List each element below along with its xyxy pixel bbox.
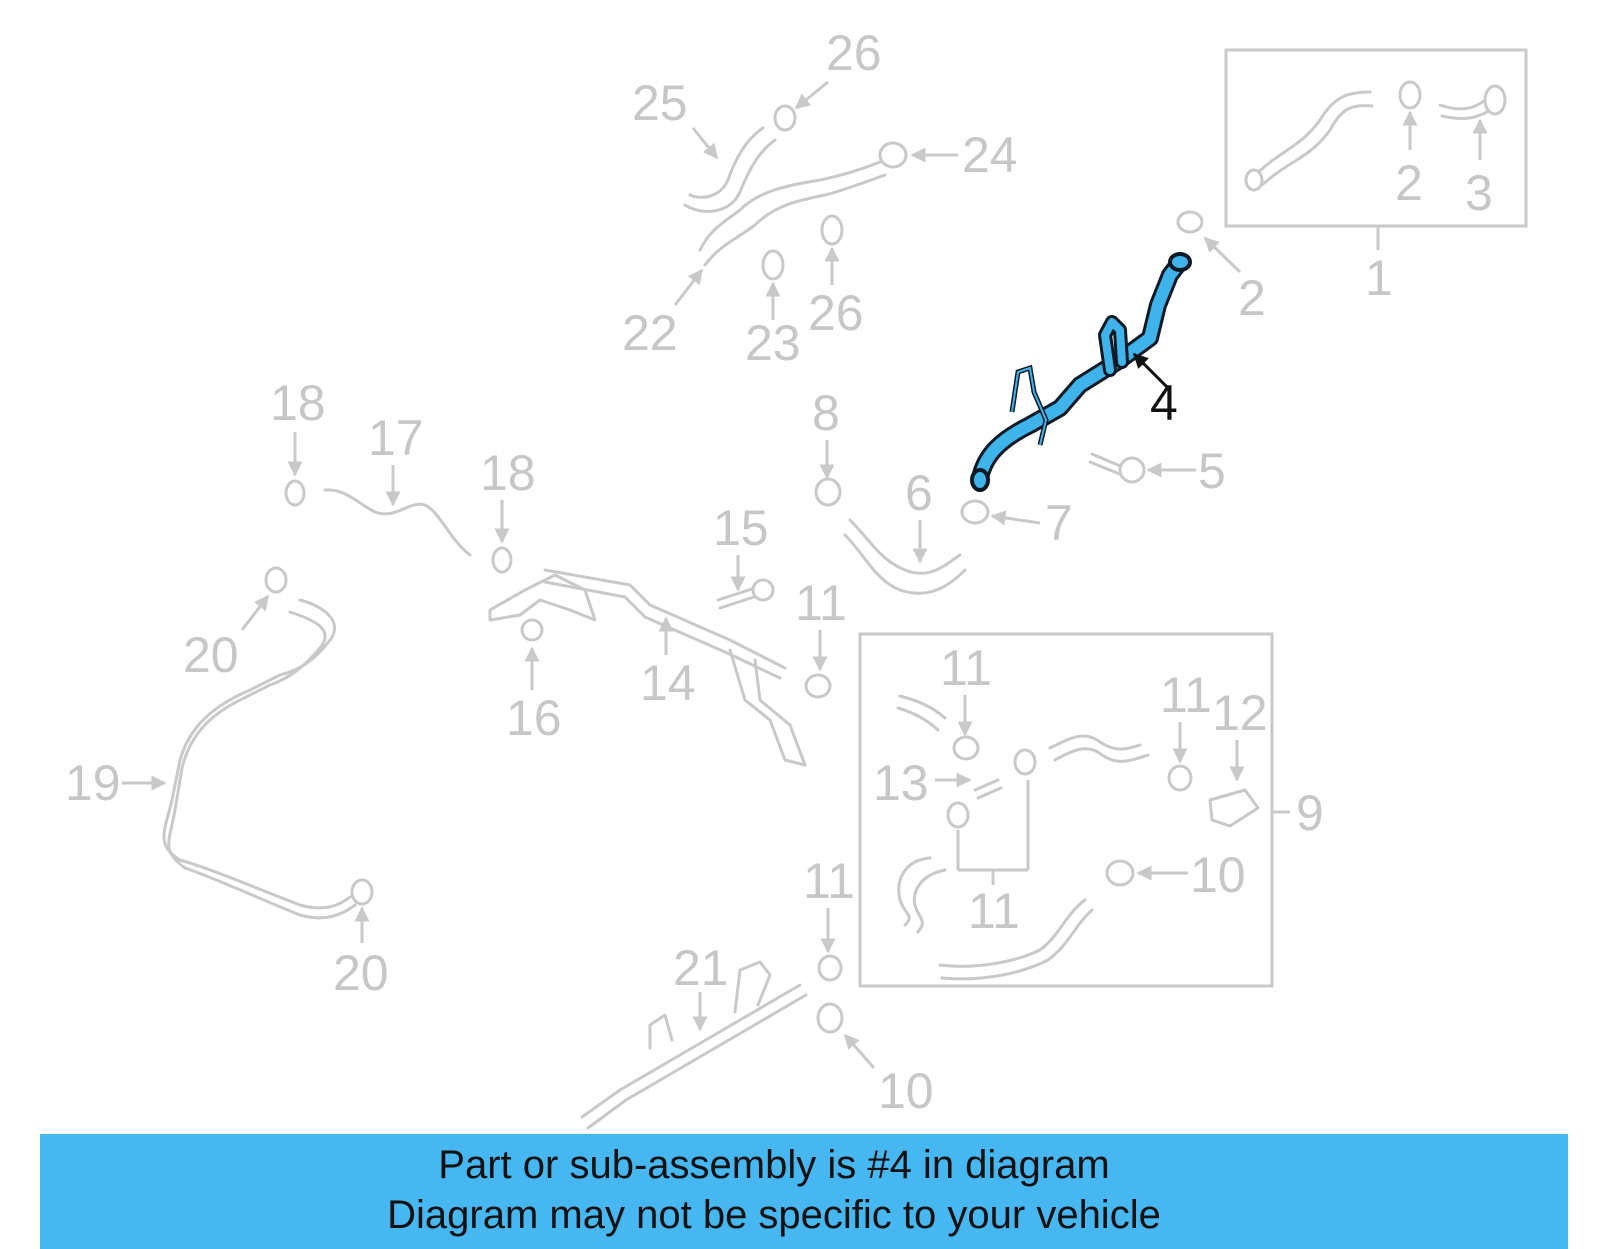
group-box-9 xyxy=(858,632,1274,988)
callout-11b: 11 xyxy=(940,640,992,696)
callout-3: 3 xyxy=(1465,165,1493,221)
callout-10a: 10 xyxy=(1190,847,1246,903)
clamp-11e xyxy=(1167,764,1193,792)
callout-10b: 10 xyxy=(878,1063,934,1119)
callout-23: 23 xyxy=(745,315,801,371)
callout-2a: 2 xyxy=(1395,155,1423,211)
hose-22 xyxy=(698,160,887,267)
callout-21: 21 xyxy=(673,940,729,996)
callout-11e: 11 xyxy=(803,853,855,909)
callout-15: 15 xyxy=(713,500,769,556)
callout-11a: 11 xyxy=(795,575,847,631)
pipe-14 xyxy=(543,568,787,680)
clamp-10a xyxy=(1105,859,1135,887)
clamp-11f xyxy=(817,954,843,982)
bracket-14-lower xyxy=(728,648,807,767)
callout-18b: 18 xyxy=(480,445,536,501)
callout-11c: 11 xyxy=(1160,667,1212,723)
clamp-11c xyxy=(1013,748,1037,776)
clamp-2 xyxy=(1176,210,1204,234)
upper-radiator-hose xyxy=(1250,90,1374,187)
clamp-18a xyxy=(284,479,306,507)
clamp-8 xyxy=(814,477,842,507)
clamp-7 xyxy=(960,499,990,525)
callout-4: 4 xyxy=(1150,375,1178,431)
info-banner: Part or sub-assembly is #4 in diagram Di… xyxy=(40,1134,1568,1249)
hose-17 xyxy=(323,488,472,557)
small-hose-9a xyxy=(896,694,947,732)
leader-4 xyxy=(1132,352,1170,390)
hose-19 xyxy=(162,598,357,920)
small-hose-9b xyxy=(1048,734,1150,763)
callout-2b: 2 xyxy=(1238,270,1266,326)
bracket-21a xyxy=(648,1013,674,1050)
clamp-20a xyxy=(264,566,288,594)
banner-line-1: Part or sub-assembly is #4 in diagram xyxy=(438,1143,1110,1187)
callout-6: 6 xyxy=(905,465,933,521)
small-hose-3 xyxy=(1438,98,1492,120)
clamp-26-mid xyxy=(820,214,844,246)
clamp-2-box xyxy=(1398,80,1422,110)
clamp-10b xyxy=(816,1002,844,1034)
clamp-23 xyxy=(761,249,785,281)
clamp-18b xyxy=(491,546,513,574)
banner-line-2: Diagram may not be specific to your vehi… xyxy=(387,1193,1161,1237)
callout-13: 13 xyxy=(873,755,929,811)
hose-25 xyxy=(683,126,777,213)
group-box-1 xyxy=(1224,48,1528,228)
clamp-24 xyxy=(878,141,908,169)
small-hose-3-end xyxy=(1483,84,1507,116)
callout-24: 24 xyxy=(962,127,1018,183)
clamp-11d xyxy=(946,801,970,829)
leader-7 xyxy=(990,510,1041,526)
callout-18a: 18 xyxy=(270,375,326,431)
hose-end-cap xyxy=(1244,168,1264,192)
valve-13 xyxy=(973,778,1003,800)
callout-25: 25 xyxy=(632,75,688,131)
callout-26a: 26 xyxy=(826,25,882,81)
clamp-20b xyxy=(350,878,374,906)
pipe-21 xyxy=(580,983,808,1130)
callout-20b: 20 xyxy=(333,945,389,1001)
callout-14: 14 xyxy=(640,655,696,711)
leader-26a xyxy=(794,80,829,110)
callout-26b: 26 xyxy=(808,285,864,341)
leader-20a xyxy=(240,594,270,631)
bolt-15-head xyxy=(751,578,775,602)
clamp-11b xyxy=(952,735,980,761)
callout-22: 22 xyxy=(622,305,678,361)
hose-9d xyxy=(938,898,1094,981)
callout-7: 7 xyxy=(1045,495,1073,551)
hose-9c xyxy=(897,856,947,934)
callout-17: 17 xyxy=(368,410,424,466)
callout-9: 9 xyxy=(1296,785,1324,841)
callout-20a: 20 xyxy=(183,627,239,683)
leader-22 xyxy=(673,268,704,306)
leader-25 xyxy=(691,127,719,160)
callout-12: 12 xyxy=(1212,685,1268,741)
callout-16: 16 xyxy=(506,690,562,746)
hose-6 xyxy=(843,518,967,595)
coolant-pipe-highlighted xyxy=(970,252,1192,492)
bolt-5-head xyxy=(1118,456,1146,484)
callout-5: 5 xyxy=(1198,443,1226,499)
clamp-11a xyxy=(804,673,832,699)
callout-19: 19 xyxy=(65,755,121,811)
leader-10b xyxy=(843,1033,876,1069)
leader-2 xyxy=(1203,236,1242,274)
nut-16 xyxy=(520,618,544,642)
clamp-26-top xyxy=(773,104,797,132)
bracket-21b xyxy=(733,960,772,1014)
callout-11d: 11 xyxy=(968,883,1020,939)
fitting-12 xyxy=(1208,788,1260,828)
callout-8: 8 xyxy=(812,385,840,441)
leader-11-bracket xyxy=(956,780,1030,872)
bracket-14 xyxy=(488,573,597,622)
bolt-15 xyxy=(716,586,759,610)
callout-1: 1 xyxy=(1365,250,1393,306)
